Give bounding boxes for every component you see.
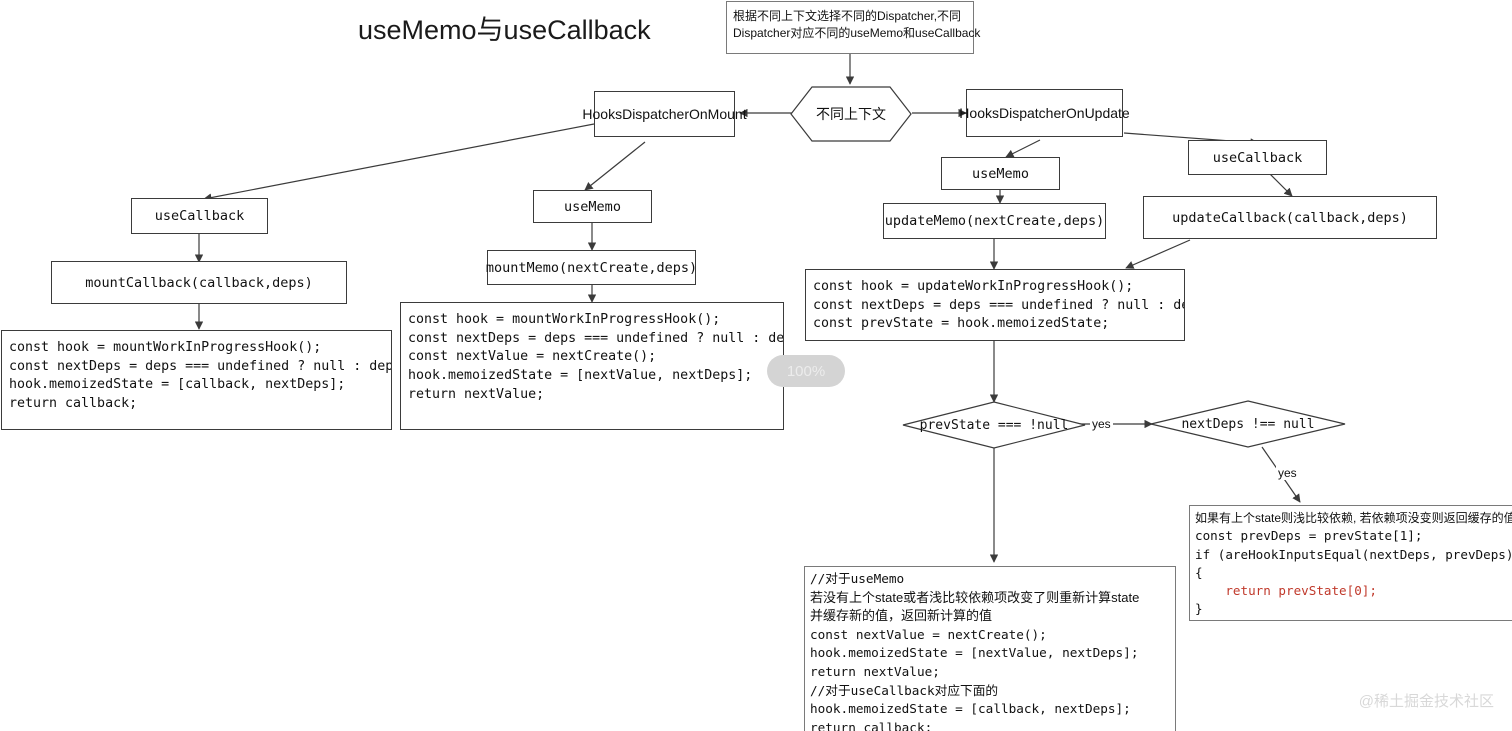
code-line: return nextValue;	[810, 663, 940, 679]
code-line: if (areHookInputsEqual(nextDeps, prevDep…	[1195, 546, 1512, 562]
code-line: const nextDeps = deps === undefined ? nu…	[9, 358, 392, 374]
node-update-callback-fn[interactable]: updateCallback(callback,deps)	[1143, 196, 1437, 239]
code-line: {	[1195, 564, 1203, 580]
node-mount-use-callback-label: useCallback	[154, 208, 245, 224]
node-mount-callback-fn-label: mountCallback(callback,deps)	[85, 274, 313, 291]
node-mount-memo-fn-label: mountMemo(nextCreate,deps)	[485, 259, 698, 276]
node-update-use-callback[interactable]: useCallback	[1188, 140, 1327, 175]
code-line: const nextDeps = deps === undefined ? nu…	[408, 330, 784, 346]
node-hooks-dispatcher-on-update[interactable]: HooksDispatcherOnUpdate	[959, 89, 1130, 137]
node-update-use-memo[interactable]: useMemo	[941, 157, 1060, 190]
note-line-cn: 并缓存新的值，返回新计算的值	[810, 608, 993, 624]
code-line: hook.memoizedState = [callback, nextDeps…	[9, 377, 346, 393]
code-mount-memo-body: const hook = mountWorkInProgressHook(); …	[400, 302, 784, 430]
code-line: const hook = mountWorkInProgressHook();	[408, 312, 721, 327]
node-mount-use-callback[interactable]: useCallback	[131, 198, 268, 234]
node-mount-use-memo[interactable]: useMemo	[533, 190, 652, 223]
node-hooks-dispatcher-on-update-label: HooksDispatcherOnUpdate	[959, 105, 1130, 121]
code-update-body: const hook = updateWorkInProgressHook();…	[805, 269, 1185, 341]
code-line: hook.memoizedState = [nextValue, nextDep…	[810, 645, 1139, 661]
code-line: //对于useCallback对应下面的	[810, 682, 999, 698]
code-mount-callback-body: const hook = mountWorkInProgressHook(); …	[1, 330, 392, 430]
dispatcher-note: 根据不同上下文选择不同的Dispatcher,不同 Dispatcher对应不同…	[726, 1, 980, 54]
code-line-return: return prevState[0];	[1195, 583, 1377, 599]
decision-next-deps-label: nextDeps !== null	[1181, 416, 1315, 432]
node-update-use-callback-label: useCallback	[1212, 149, 1303, 166]
decision-prev-state[interactable]: prevState === !null	[902, 401, 1086, 449]
code-line: return callback;	[9, 396, 138, 412]
code-line: const nextValue = nextCreate();	[408, 349, 657, 365]
node-mount-use-memo-label: useMemo	[564, 198, 621, 215]
note-shallow-compare: 如果有上个state则浅比较依赖, 若依赖项没变则返回缓存的值 const pr…	[1189, 505, 1512, 621]
node-update-memo-fn[interactable]: updateMemo(nextCreate,deps)	[883, 203, 1106, 239]
node-hooks-dispatcher-on-mount-label: HooksDispatcherOnMount	[582, 106, 747, 122]
node-hooks-dispatcher-on-mount[interactable]: HooksDispatcherOnMount	[582, 91, 747, 137]
code-line: }	[1195, 601, 1203, 617]
page-title: useMemo与useCallback	[358, 15, 651, 45]
watermark: @稀土掘金技术社区	[1358, 693, 1494, 710]
code-line: const nextValue = nextCreate();	[810, 626, 1047, 642]
code-line: hook.memoizedState = [nextValue, nextDep…	[408, 368, 753, 384]
code-line: const nextDeps = deps === undefined ? nu…	[813, 297, 1185, 313]
code-line: const hook = updateWorkInProgressHook();	[813, 279, 1134, 294]
decision-next-deps[interactable]: nextDeps !== null	[1150, 400, 1346, 448]
note-line-cn: 如果有上个state则浅比较依赖, 若依赖项没变则返回缓存的值	[1195, 511, 1512, 525]
node-update-memo-fn-label: updateMemo(nextCreate,deps)	[884, 213, 1105, 229]
edge-label-yes-1: yes	[1090, 417, 1113, 431]
node-context-hexagon-label: 不同上下文	[816, 106, 886, 122]
code-line: return callback;	[810, 719, 933, 731]
node-update-use-memo-label: useMemo	[972, 165, 1029, 182]
node-mount-callback-fn[interactable]: mountCallback(callback,deps)	[51, 261, 347, 304]
edge-label-yes-2: yes	[1276, 466, 1299, 480]
node-context-hexagon[interactable]: 不同上下文	[790, 86, 912, 142]
decision-prev-state-label: prevState === !null	[919, 417, 1069, 433]
code-line: const hook = mountWorkInProgressHook();	[9, 340, 322, 355]
note-line-cn: 若没有上个state或者浅比较依赖项改变了则重新计算state	[810, 589, 1140, 605]
code-line: const prevDeps = prevState[1];	[1195, 528, 1423, 544]
code-line: //对于useMemo	[810, 571, 905, 586]
node-update-callback-fn-label: updateCallback(callback,deps)	[1172, 209, 1408, 226]
code-line: hook.memoizedState = [callback, nextDeps…	[810, 701, 1131, 717]
zoom-level-indicator[interactable]: 100%	[767, 355, 845, 387]
zoom-level-label: 100%	[786, 362, 826, 380]
code-line: return nextValue;	[408, 386, 545, 402]
code-line: const prevState = hook.memoizedState;	[813, 316, 1110, 332]
note-recompute: //对于useMemo 若没有上个state或者浅比较依赖项改变了则重新计算st…	[804, 566, 1176, 731]
node-mount-memo-fn[interactable]: mountMemo(nextCreate,deps)	[485, 250, 698, 285]
